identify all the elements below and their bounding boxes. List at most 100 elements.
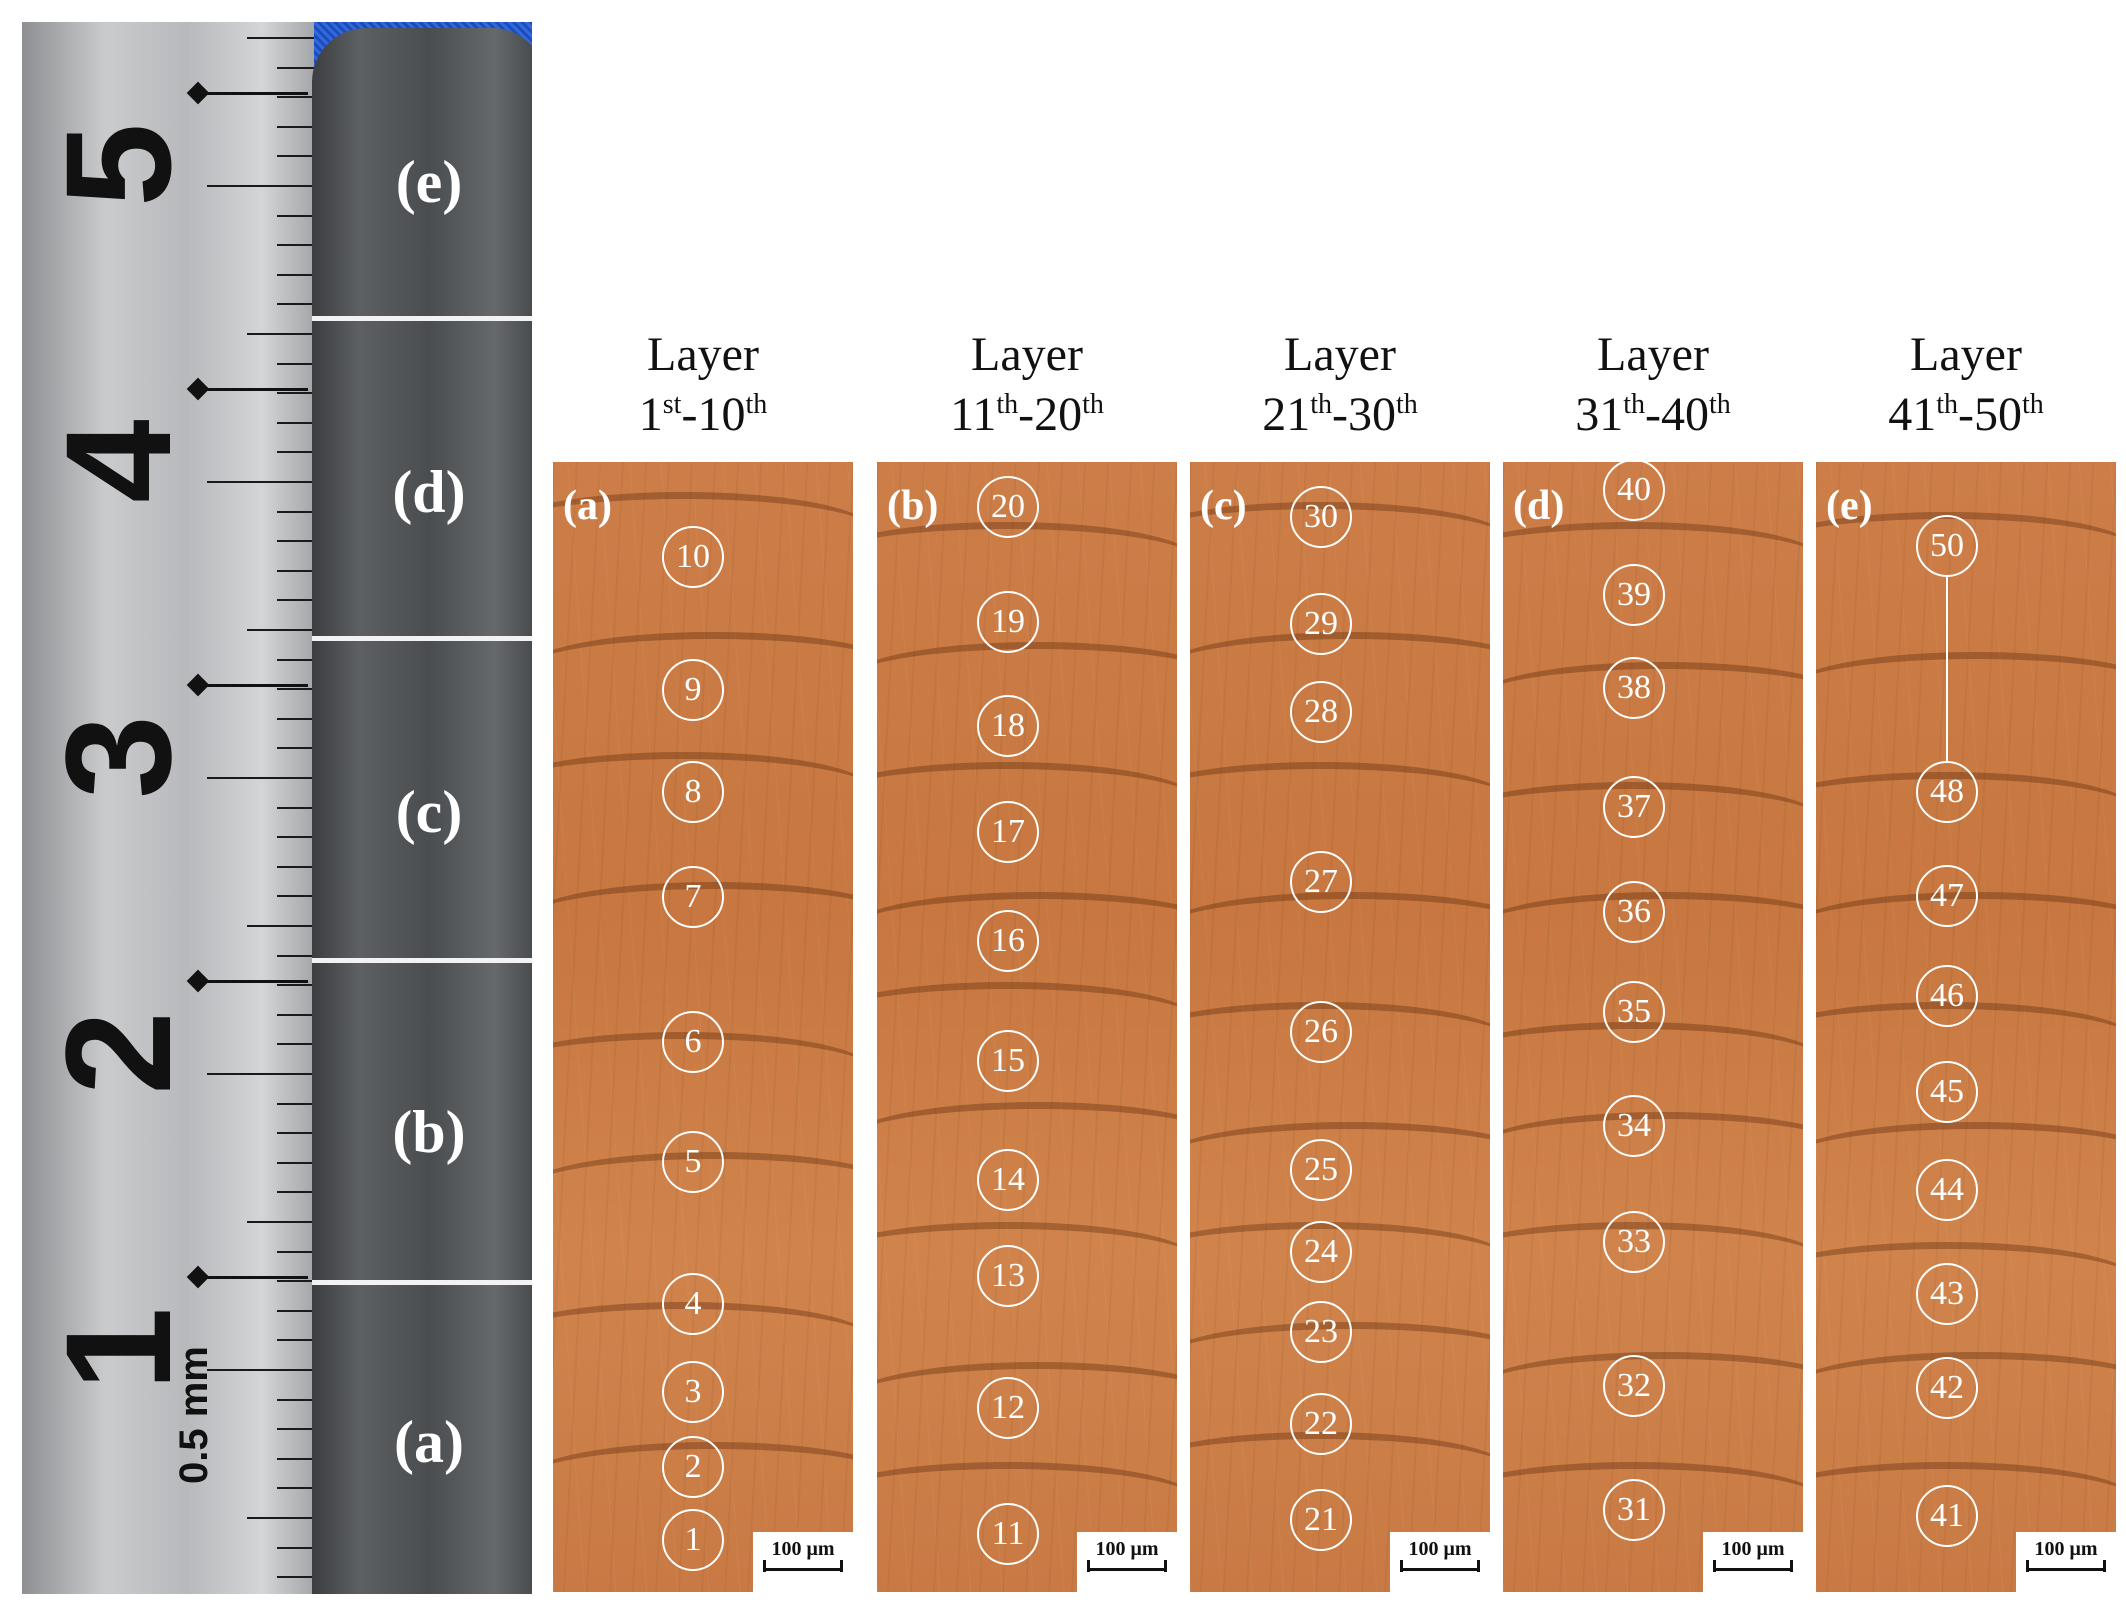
layer-number-mark: 10 xyxy=(662,526,724,588)
panel-letter: (a) xyxy=(563,483,612,529)
scale-bar-line xyxy=(1713,1568,1793,1571)
ruler-marker-line xyxy=(198,92,308,95)
melt-pool-boundary xyxy=(877,1222,1177,1299)
ruler-tick xyxy=(277,451,317,454)
layer-number-mark: 45 xyxy=(1916,1061,1978,1123)
ruler-tick xyxy=(207,481,317,483)
layer-range-end: 30 xyxy=(1347,388,1396,441)
melt-pool-boundary xyxy=(877,982,1177,1059)
ruler-marker-line xyxy=(198,388,308,391)
ruler-tick xyxy=(277,125,317,128)
layer-number-mark: 29 xyxy=(1290,593,1352,655)
melt-pool-boundary xyxy=(877,1462,1177,1539)
melt-pool-boundary xyxy=(553,632,853,709)
melt-pool-boundary xyxy=(1503,1462,1803,1539)
layer-range-end-suffix: th xyxy=(1395,389,1418,420)
scale-bar: 100 μm xyxy=(2016,1532,2116,1592)
layer-number-mark: 36 xyxy=(1603,881,1665,943)
layer-number-mark: 50 xyxy=(1916,515,1978,577)
layer-range-start-suffix: th xyxy=(996,389,1019,420)
layer-range-dash: - xyxy=(1645,388,1661,441)
layer-number-mark: 6 xyxy=(662,1011,724,1073)
ruler-tick xyxy=(207,185,317,187)
layer-range-end-suffix: th xyxy=(2021,389,2044,420)
layer-number-mark: 4 xyxy=(662,1273,724,1335)
layer-number-mark: 8 xyxy=(662,761,724,823)
scale-bar-cap xyxy=(1790,1560,1793,1572)
ruler-number-2: 2 xyxy=(34,1011,202,1095)
layer-range-start: 1 xyxy=(638,388,663,441)
ruler-tick xyxy=(277,540,317,543)
ruler-tick xyxy=(247,629,317,631)
ruler-tick xyxy=(277,747,317,750)
strip-label-a: (a) xyxy=(394,1409,464,1475)
panel-title-word: Layer xyxy=(1910,328,2022,381)
layer-number-mark: 21 xyxy=(1290,1489,1352,1551)
scale-bar: 100 μm xyxy=(753,1532,853,1592)
layer-range-end: 40 xyxy=(1660,388,1709,441)
scale-bar-label: 100 μm xyxy=(1095,1538,1159,1560)
ruler-tick xyxy=(277,1250,317,1253)
melt-pool-boundary xyxy=(1816,652,2116,729)
scale-bar-label: 100 μm xyxy=(2034,1538,2098,1560)
layer-number-mark: 22 xyxy=(1290,1393,1352,1455)
ruler-tick xyxy=(277,984,317,987)
scale-bar-cap xyxy=(1087,1560,1090,1572)
layer-number-mark: 31 xyxy=(1603,1479,1665,1541)
strip-label-e: (e) xyxy=(395,149,463,215)
strip-divider xyxy=(312,1280,532,1285)
ruler-tick xyxy=(277,273,317,276)
layer-range-end: 20 xyxy=(1034,388,1083,441)
layer-range-start: 21 xyxy=(1262,388,1311,441)
ruler-tick xyxy=(277,510,317,513)
scale-bar-label: 100 μm xyxy=(771,1538,835,1560)
ruler-tick xyxy=(277,1487,317,1490)
layer-number-mark: 12 xyxy=(977,1377,1039,1439)
ruler-marker-line xyxy=(198,980,308,983)
layer-number-mark: 39 xyxy=(1603,564,1665,626)
ruler-tick xyxy=(277,1398,317,1401)
layer-number-mark: 13 xyxy=(977,1245,1039,1307)
panel-letter: (b) xyxy=(887,483,939,529)
ruler-tick xyxy=(277,658,317,661)
scale-bar-cap xyxy=(2103,1560,2106,1572)
ruler-tick xyxy=(277,569,317,572)
layer-number-mark: 41 xyxy=(1916,1485,1978,1547)
layer-range-start: 11 xyxy=(950,388,997,441)
ruler-tick xyxy=(277,1309,317,1312)
panel-letter: (c) xyxy=(1200,483,1247,529)
ruler-tick xyxy=(277,214,317,217)
strip-label-d: (d) xyxy=(392,459,466,525)
ruler-tick xyxy=(277,1102,317,1105)
layer-number-mark: 30 xyxy=(1290,486,1352,548)
scale-bar-line xyxy=(2026,1568,2106,1571)
layer-range-end-suffix: th xyxy=(1708,389,1731,420)
scale-bar-cap xyxy=(763,1560,766,1572)
layer-number-mark: 47 xyxy=(1916,865,1978,927)
scale-bar-cap xyxy=(1477,1560,1480,1572)
melt-pool-boundary xyxy=(1816,1352,2116,1429)
melt-pool-boundary xyxy=(877,1362,1177,1439)
layer-range-end-suffix: th xyxy=(745,389,768,420)
melt-pool-boundary xyxy=(1190,762,1490,839)
ruler-tick xyxy=(207,777,317,779)
scale-bar-line xyxy=(763,1568,843,1571)
ruler-tick xyxy=(277,717,317,720)
strip-label-c: (c) xyxy=(395,779,463,845)
ruler-tick xyxy=(277,1013,317,1016)
ruler-tick xyxy=(277,1280,317,1283)
ruler-tick xyxy=(277,1161,317,1164)
melt-pool-boundary xyxy=(877,892,1177,969)
layer-range-start-suffix: th xyxy=(1936,389,1958,420)
ruler-tick xyxy=(277,96,317,99)
layer-number-mark: 9 xyxy=(662,659,724,721)
melt-pool-boundary xyxy=(877,522,1177,599)
ruler-tick xyxy=(277,1428,317,1431)
layer-number-mark: 38 xyxy=(1603,657,1665,719)
ruler-tick xyxy=(277,1191,317,1194)
layer-number-mark: 19 xyxy=(977,591,1039,653)
layer-number-mark: 14 xyxy=(977,1149,1039,1211)
